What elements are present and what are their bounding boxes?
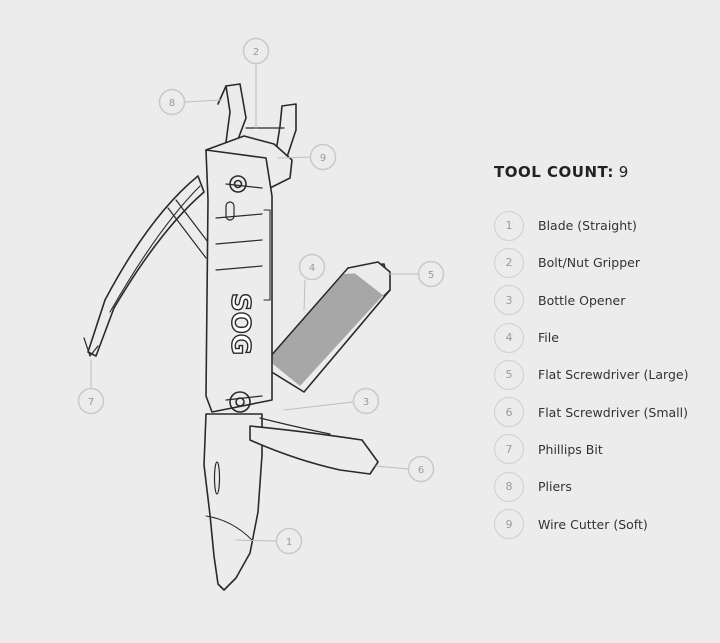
tool-number-badge: 3 [494, 285, 524, 316]
svg-text:9: 9 [320, 153, 326, 164]
callout-6: 6 [407, 455, 435, 483]
tool-count-heading: TOOL COUNT: 9 [494, 163, 628, 181]
tool-number-badge: 5 [494, 359, 524, 390]
tool-name: Flat Screwdriver (Large) [538, 367, 689, 383]
tool-number-badge: 8 [494, 471, 524, 502]
tool-list: 1 Blade (Straight) 2 Bolt/Nut Gripper 3 … [494, 207, 688, 543]
svg-text:2: 2 [253, 47, 259, 58]
tool-name: Wire Cutter (Soft) [538, 516, 648, 532]
svg-text:6: 6 [418, 465, 424, 476]
callout-2: 2 [242, 37, 270, 65]
tool-list-item: 8 Pliers [494, 468, 688, 505]
callout-4: 4 [298, 253, 326, 281]
callout-8: 8 [158, 88, 186, 116]
callout-1: 1 [275, 527, 303, 555]
svg-text:8: 8 [169, 98, 175, 109]
callout-3: 3 [352, 387, 380, 415]
callout-circles: 2 8 9 4 5 3 6 7 1 [77, 37, 445, 555]
tool-list-item: 1 Blade (Straight) [494, 207, 688, 244]
tool-name: Pliers [538, 479, 572, 495]
tool-name: File [538, 330, 559, 346]
tool-number-badge: 7 [494, 434, 524, 465]
tool-number-badge: 1 [494, 210, 524, 241]
tool-name: Phillips Bit [538, 441, 603, 457]
tool-list-item: 7 Phillips Bit [494, 431, 688, 468]
svg-text:1: 1 [286, 537, 292, 548]
svg-text:SOG: SOG [225, 293, 255, 355]
callout-7: 7 [77, 387, 105, 415]
tool-count-label: TOOL COUNT: [494, 163, 614, 181]
flat-screwdriver-large-drawing [347, 261, 391, 297]
tool-list-item: 3 Bottle Opener [494, 282, 688, 319]
tool-number-badge: 2 [494, 247, 524, 278]
callout-leaders [90, 62, 420, 542]
sog-logo: SOG [224, 292, 255, 356]
tool-list-item: 6 Flat Screwdriver (Small) [494, 393, 688, 430]
tool-number-badge: 6 [494, 397, 524, 428]
tool-name: Bottle Opener [538, 292, 626, 308]
blade-drawing [203, 413, 263, 591]
tool-list-item: 5 Flat Screwdriver (Large) [494, 356, 688, 393]
tool-list-item: 4 File [494, 319, 688, 356]
tool-list-item: 9 Wire Cutter (Soft) [494, 505, 688, 542]
callout-9: 9 [309, 143, 337, 171]
phillips-bit-arm-drawing [83, 175, 215, 357]
svg-text:3: 3 [363, 397, 369, 408]
svg-text:7: 7 [88, 397, 94, 408]
callout-5: 5 [417, 260, 445, 288]
handle-drawing [205, 149, 273, 413]
tool-name: Bolt/Nut Gripper [538, 255, 640, 271]
tool-count-value: 9 [618, 163, 629, 181]
tool-name: Blade (Straight) [538, 218, 637, 234]
tool-list-item: 2 Bolt/Nut Gripper [494, 244, 688, 281]
tool-number-badge: 4 [494, 322, 524, 353]
svg-text:5: 5 [428, 270, 434, 281]
tool-name: Flat Screwdriver (Small) [538, 404, 688, 420]
flat-screwdriver-small-drawing [249, 425, 379, 475]
tool-number-badge: 9 [494, 509, 524, 540]
svg-text:4: 4 [309, 263, 315, 274]
